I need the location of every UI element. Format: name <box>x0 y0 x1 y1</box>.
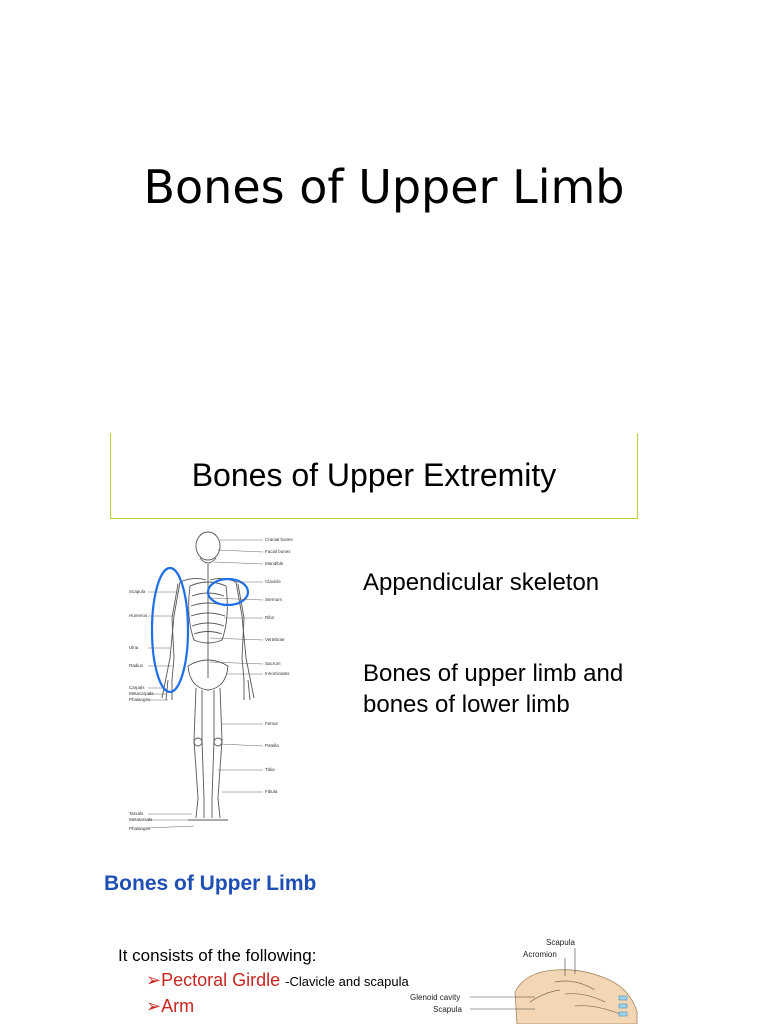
item-label: Pectoral Girdle <box>161 970 281 990</box>
skeleton-label: Patella <box>265 743 279 748</box>
skeleton-label: Ribs <box>265 615 275 620</box>
item-note: -Clavicle and scapula <box>285 974 409 989</box>
arrow-bullet-icon: ➢ <box>146 996 162 1016</box>
appendicular-text: Appendicular skeleton <box>363 569 600 596</box>
skeleton-label: Tibia <box>265 767 275 772</box>
skeleton-label: Tarsals <box>129 811 144 816</box>
skeleton-label: Ulna <box>129 645 139 650</box>
skeleton-label: Innominates <box>265 671 290 676</box>
limb-text-line1: Bones of upper limb and <box>363 660 624 687</box>
skeleton-label: Metacarpals <box>129 691 154 696</box>
item-label: Arm <box>161 996 195 1016</box>
shoulder-label: Scapula <box>433 1005 462 1014</box>
shoulder-label: Glenoid cavity <box>410 993 460 1002</box>
consists-text: It consists of the following: <box>118 946 317 965</box>
skeleton-label: Vertebrae <box>265 637 285 642</box>
shoulder-label: Acromion <box>523 950 557 959</box>
list-item: ➢Pectoral Girdle -Clavicle and scapula <box>146 970 409 991</box>
skeleton-label: Femur <box>265 721 279 726</box>
slide-header-box: Bones of Upper Extremity <box>110 433 638 519</box>
box-title: Bones of Upper Extremity <box>191 457 557 493</box>
skeleton-diagram: Cranial bones Facial bones Mandible Clav… <box>129 531 294 831</box>
shoulder-label: Scapula <box>546 938 575 947</box>
list-item: ➢Arm <box>146 996 194 1017</box>
skeleton-label: Cranial bones <box>265 537 294 542</box>
skeleton-label: Sacrum <box>265 661 281 666</box>
skeleton-label: Facial bones <box>265 549 291 554</box>
arrow-bullet-icon: ➢ <box>146 970 162 990</box>
skeleton-label: Metatarsals <box>129 817 153 822</box>
skeleton-label: Phalanges <box>129 826 151 831</box>
skeleton-label: Humerus <box>129 613 148 618</box>
skeleton-label: Fibula <box>265 789 278 794</box>
skeleton-label: Sternum <box>265 597 282 602</box>
limb-text-line2: bones of lower limb <box>363 691 570 718</box>
upper-limb-heading: Bones of Upper Limb <box>104 872 317 895</box>
skeleton-label: Radius <box>129 663 144 668</box>
skeleton-label: Mandible <box>265 561 284 566</box>
shoulder-diagram: Scapula Acromion Glenoid cavity Scapula <box>410 938 638 1024</box>
skeleton-label: Scapula <box>129 589 146 594</box>
skeleton-label: Phalanges <box>129 697 151 702</box>
slide-title: Bones of Upper Limb <box>143 160 625 214</box>
skeleton-label: Carpals <box>129 685 145 690</box>
skeleton-label: Clavicle <box>265 579 281 584</box>
